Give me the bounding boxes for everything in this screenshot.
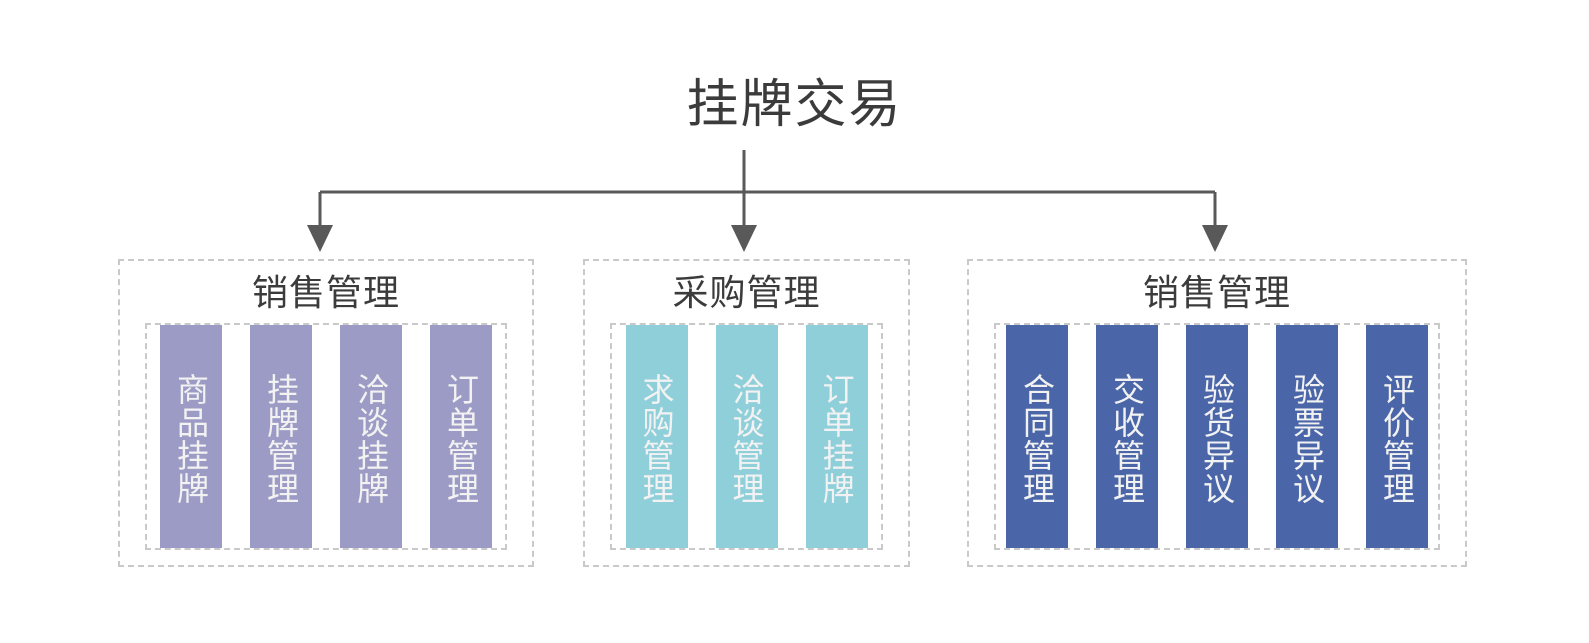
chip-item[interactable]: 洽谈管理 [715,325,778,548]
chip-item[interactable]: 洽谈挂牌 [340,325,402,548]
chip-item[interactable]: 商品挂牌 [160,325,222,548]
group-procurement-management[interactable]: 采购管理 求购管理 洽谈管理 订单挂牌 [583,259,910,567]
group-title: 采购管理 [672,273,821,314]
group-items-container: 合同管理 交收管理 验货异议 验票异议 评价管理 [994,323,1440,550]
group-items-container: 商品挂牌 挂牌管理 洽谈挂牌 订单管理 [145,323,507,550]
group-items-container: 求购管理 洽谈管理 订单挂牌 [610,323,883,550]
group-sales-management-left[interactable]: 销售管理 商品挂牌 挂牌管理 洽谈挂牌 订单管理 [118,259,534,567]
chip-item[interactable]: 合同管理 [1006,325,1068,548]
page-title: 挂牌交易 [686,75,903,135]
chip-item[interactable]: 挂牌管理 [250,325,312,548]
chip-item[interactable]: 验货异议 [1186,325,1248,548]
chip-item[interactable]: 评价管理 [1366,325,1428,548]
chip-item[interactable]: 交收管理 [1096,325,1158,548]
chip-item[interactable]: 订单管理 [430,325,492,548]
chip-item[interactable]: 求购管理 [625,325,688,548]
chip-item[interactable]: 订单挂牌 [805,325,868,548]
group-title: 销售管理 [251,273,400,314]
group-sales-management-right[interactable]: 销售管理 合同管理 交收管理 验货异议 验票异议 评价管理 [967,259,1467,567]
chip-item[interactable]: 验票异议 [1276,325,1338,548]
group-title: 销售管理 [1142,273,1291,314]
